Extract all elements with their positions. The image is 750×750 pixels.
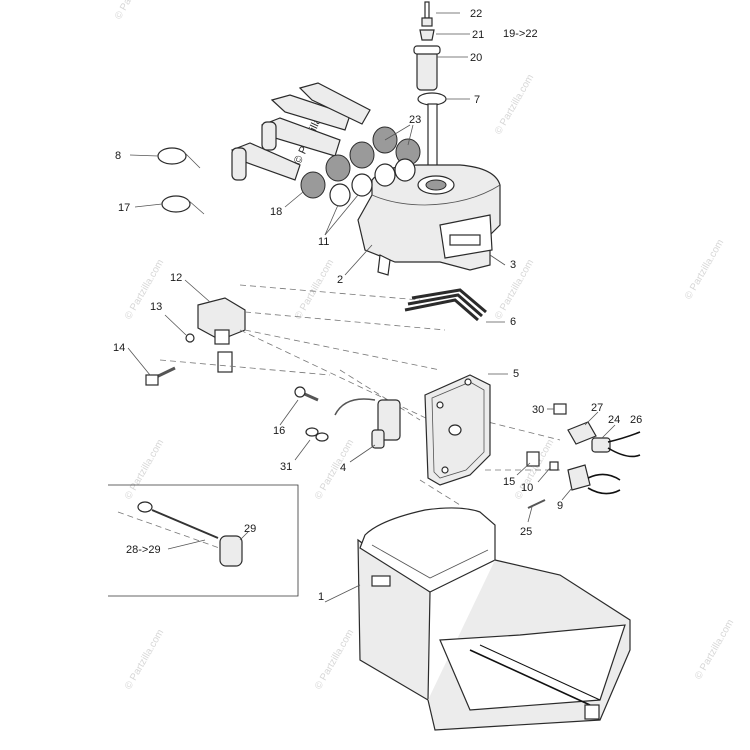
- part-31-washer: [305, 427, 319, 437]
- watermark-text: © Partzilla.com: [293, 258, 336, 322]
- part-5-mounting-plate: [424, 374, 491, 486]
- part-15-block: [526, 451, 540, 467]
- callout-19-22: 19->22: [503, 28, 538, 40]
- part-20-plug-top: [413, 45, 441, 55]
- hose-elbow: [231, 147, 247, 181]
- watermark-text: © Partzilla.com: [313, 628, 356, 692]
- callout-12: 12: [170, 272, 182, 284]
- part-24-connector: [591, 437, 611, 453]
- fitting-11b: [351, 173, 373, 197]
- watermark-text: © Partzilla.com: [113, 0, 156, 22]
- callout-27: 27: [591, 402, 603, 414]
- callout-22: 22: [470, 8, 482, 20]
- part-26-wire: [607, 431, 641, 443]
- hoses-fittings: [230, 82, 421, 207]
- callout-31: 31: [280, 461, 292, 473]
- part-4-coil: [377, 399, 401, 441]
- valve-assembly: [145, 297, 246, 386]
- part-6-gasket: [404, 288, 487, 322]
- leader-lines: [127, 12, 616, 603]
- callout-9: 9: [557, 500, 563, 512]
- tank-mount-tab: [377, 254, 391, 276]
- dipstick-assembly: [413, 1, 447, 185]
- oil-tank: [357, 164, 501, 276]
- watermark-text: © Partzilla.com: [123, 438, 166, 502]
- part-13-washer: [185, 333, 195, 343]
- part-17-clamp: [161, 195, 191, 213]
- callout-4: 4: [340, 462, 346, 474]
- callout-5: 5: [513, 368, 519, 380]
- callout-28-29: 28->29: [126, 544, 161, 556]
- part-28-cable: [151, 509, 219, 539]
- part-29-boot: [219, 535, 243, 567]
- ignition-coil-assembly: [294, 386, 401, 449]
- part-8-clamp: [157, 147, 187, 165]
- fitting-11d: [394, 158, 416, 182]
- callout-3: 3: [510, 259, 516, 271]
- electrical-small-parts: [526, 403, 641, 509]
- callout-11: 11: [318, 236, 329, 248]
- battery-strap: [469, 649, 591, 706]
- watermark-text: © Partzilla.com: [693, 618, 736, 682]
- part-10-clip: [549, 461, 559, 471]
- part-7-gasket: [417, 92, 447, 106]
- callout-18: 18: [270, 206, 282, 218]
- part-28-eyelet: [137, 501, 153, 513]
- fitting-group-11: [300, 158, 416, 207]
- part-9-connector: [567, 464, 591, 491]
- hose-upper: [270, 94, 351, 131]
- callout-15: 15: [503, 476, 515, 488]
- callout-10: 10: [521, 482, 533, 494]
- callout-24: 24: [608, 414, 620, 426]
- part-27-connector: [567, 421, 597, 445]
- callout-6: 6: [510, 316, 516, 328]
- callout-29: 29: [244, 523, 256, 535]
- fitting-18: [300, 171, 326, 199]
- callout-23: 23: [409, 114, 421, 126]
- battery-box-floor: [439, 624, 626, 711]
- callout-14: 14: [113, 342, 125, 354]
- callout-21: 21: [472, 29, 484, 41]
- watermark-text: © Partzilla.com: [493, 73, 536, 137]
- part-1-battery-box: [357, 507, 631, 731]
- watermark-text: © Partzilla.com: [683, 238, 726, 302]
- callout-7: 7: [474, 94, 480, 106]
- clamps: [157, 147, 205, 215]
- callout-13: 13: [150, 301, 162, 313]
- part-25-screw: [527, 499, 546, 509]
- part-14-bolt: [145, 374, 159, 386]
- callout-2: 2: [337, 274, 343, 286]
- inset-28-29: [108, 484, 299, 597]
- battery-box-lid: [359, 507, 496, 593]
- watermark-text: © Partzilla.com: [313, 438, 356, 502]
- part-16-bolt: [294, 386, 306, 398]
- hose-upper-2: [298, 82, 371, 125]
- callout-30: 30: [532, 404, 544, 416]
- valve-bracket: [217, 351, 233, 373]
- part-30-pad: [553, 403, 567, 415]
- callout-26: 26: [630, 414, 642, 426]
- fitting-11a: [329, 183, 351, 207]
- callout-17: 17: [118, 202, 130, 214]
- callout-25: 25: [520, 526, 532, 538]
- hose-elbow-2: [261, 121, 277, 151]
- fitting-11c: [374, 163, 396, 187]
- battery-box-handle: [371, 575, 391, 587]
- part-22-cap: [421, 17, 433, 27]
- battery-box-latch: [584, 704, 600, 720]
- fitting-23c: [349, 141, 375, 169]
- watermark-text: © Partzilla.com: [123, 628, 166, 692]
- callout-1: 1: [318, 591, 324, 603]
- callout-20: 20: [470, 52, 482, 64]
- callout-16: 16: [273, 425, 285, 437]
- fitting-23d: [325, 154, 351, 182]
- callout-labels: 22 21 20 19->22 7 23 8 17 18 11 2 3 12 1…: [113, 8, 642, 603]
- part-22-rod: [424, 1, 430, 19]
- part-21-clip: [419, 29, 435, 41]
- callout-8: 8: [115, 150, 121, 162]
